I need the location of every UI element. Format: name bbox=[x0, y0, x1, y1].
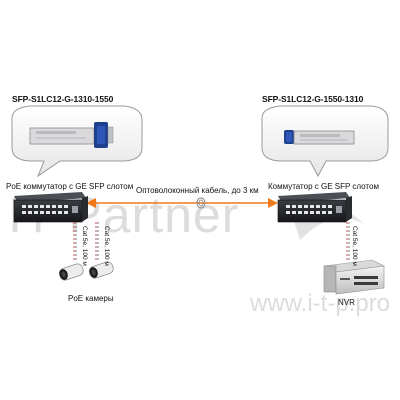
left-ethernet-cables bbox=[73, 222, 99, 262]
left-sfp-module-icon bbox=[29, 122, 114, 148]
nvr-label: NVR bbox=[338, 298, 355, 307]
poe-cameras-label: PoE камеры bbox=[68, 294, 114, 303]
left-cable-label-b: Cat 5e, 100 м bbox=[103, 226, 110, 266]
left-switch-label: PoE коммутатор с GE SFP слотом bbox=[6, 182, 134, 191]
right-module-bubble bbox=[261, 105, 389, 178]
right-switch-label: Коммутатор с GE SFP слотом bbox=[268, 182, 379, 191]
left-poe-switch-icon bbox=[13, 192, 88, 223]
left-cable-label-a: Cat 5e, 100 м bbox=[81, 226, 88, 266]
left-module-title: SFP-S1LC12-G-1310-1550 bbox=[12, 94, 114, 104]
fiber-link-arrow bbox=[86, 197, 278, 209]
right-cable-label: Cat 5e, 100 м bbox=[351, 226, 358, 266]
right-ethernet-cable bbox=[346, 222, 350, 262]
fiber-coil-icon bbox=[196, 197, 206, 209]
right-sfp-module-icon bbox=[284, 130, 355, 145]
poe-camera-icon bbox=[58, 261, 114, 281]
right-module-title: SFP-S1LC12-G-1550-1310 bbox=[262, 94, 364, 104]
left-module-bubble bbox=[11, 105, 143, 178]
fiber-cable-label: Оптоволоконный кабель, до 3 км bbox=[136, 186, 259, 195]
right-switch-icon bbox=[277, 192, 352, 223]
watermark-site: www.i-t-p.pro bbox=[250, 290, 391, 317]
nvr-server-icon bbox=[322, 259, 386, 295]
